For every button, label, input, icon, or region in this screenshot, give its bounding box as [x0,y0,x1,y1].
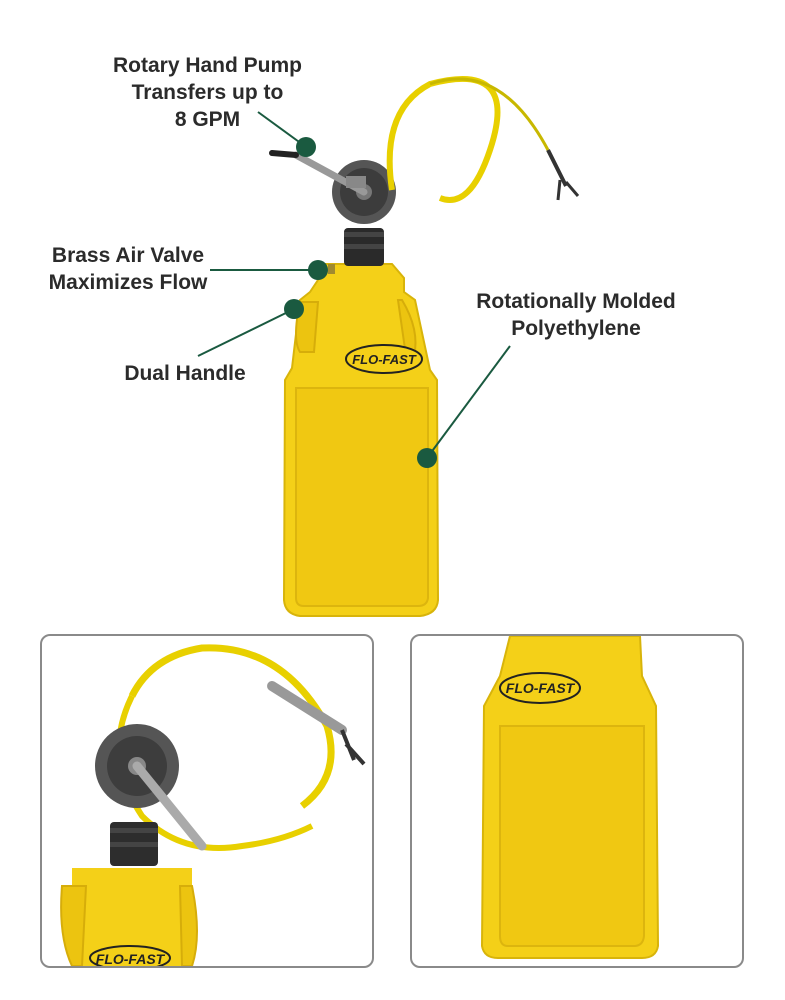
product-illustration: FLO-FAST [197,75,580,617]
callout-polyethylene: Rotationally Molded Polyethylene [462,288,690,342]
container-detail-panel: FLO-FAST [410,634,744,968]
handle-marker [284,299,304,319]
logo-badge [345,344,423,374]
panel-logo-pump: FLO-FAST [96,951,166,966]
container-logo: FLO-FAST [352,352,417,367]
callout-line: Transfers up to [131,81,284,104]
poly-marker [417,448,437,468]
container-detail-illustration: FLO-FAST [480,636,660,959]
callout-brass-air-valve: Brass Air Valve Maximizes Flow [38,242,218,296]
pump-detail-panel: FLO-FAST [40,634,374,968]
pump-marker [296,137,316,157]
panel-logo-body: FLO-FAST [506,680,576,696]
callout-line: Rotary Hand Pump [112,54,303,77]
callout-line: Rotationally Molded [476,290,676,313]
fuel-container: FLO-FAST [282,228,440,617]
callout-rotary-hand-pump: Rotary Hand Pump Transfers up to 8 GPM [100,52,315,133]
callout-markers [197,111,511,468]
pump-detail-illustration: FLO-FAST [60,644,366,966]
valve-marker [308,260,328,280]
rotary-hand-pump [269,75,580,224]
callout-line: Maximizes Flow [48,271,208,294]
callout-line: Polyethylene [511,317,641,340]
callout-dual-handle: Dual Handle [124,362,246,385]
callout-line: 8 GPM [174,108,241,131]
brass-air-valve [328,264,335,274]
callout-line: Brass Air Valve [51,244,205,267]
